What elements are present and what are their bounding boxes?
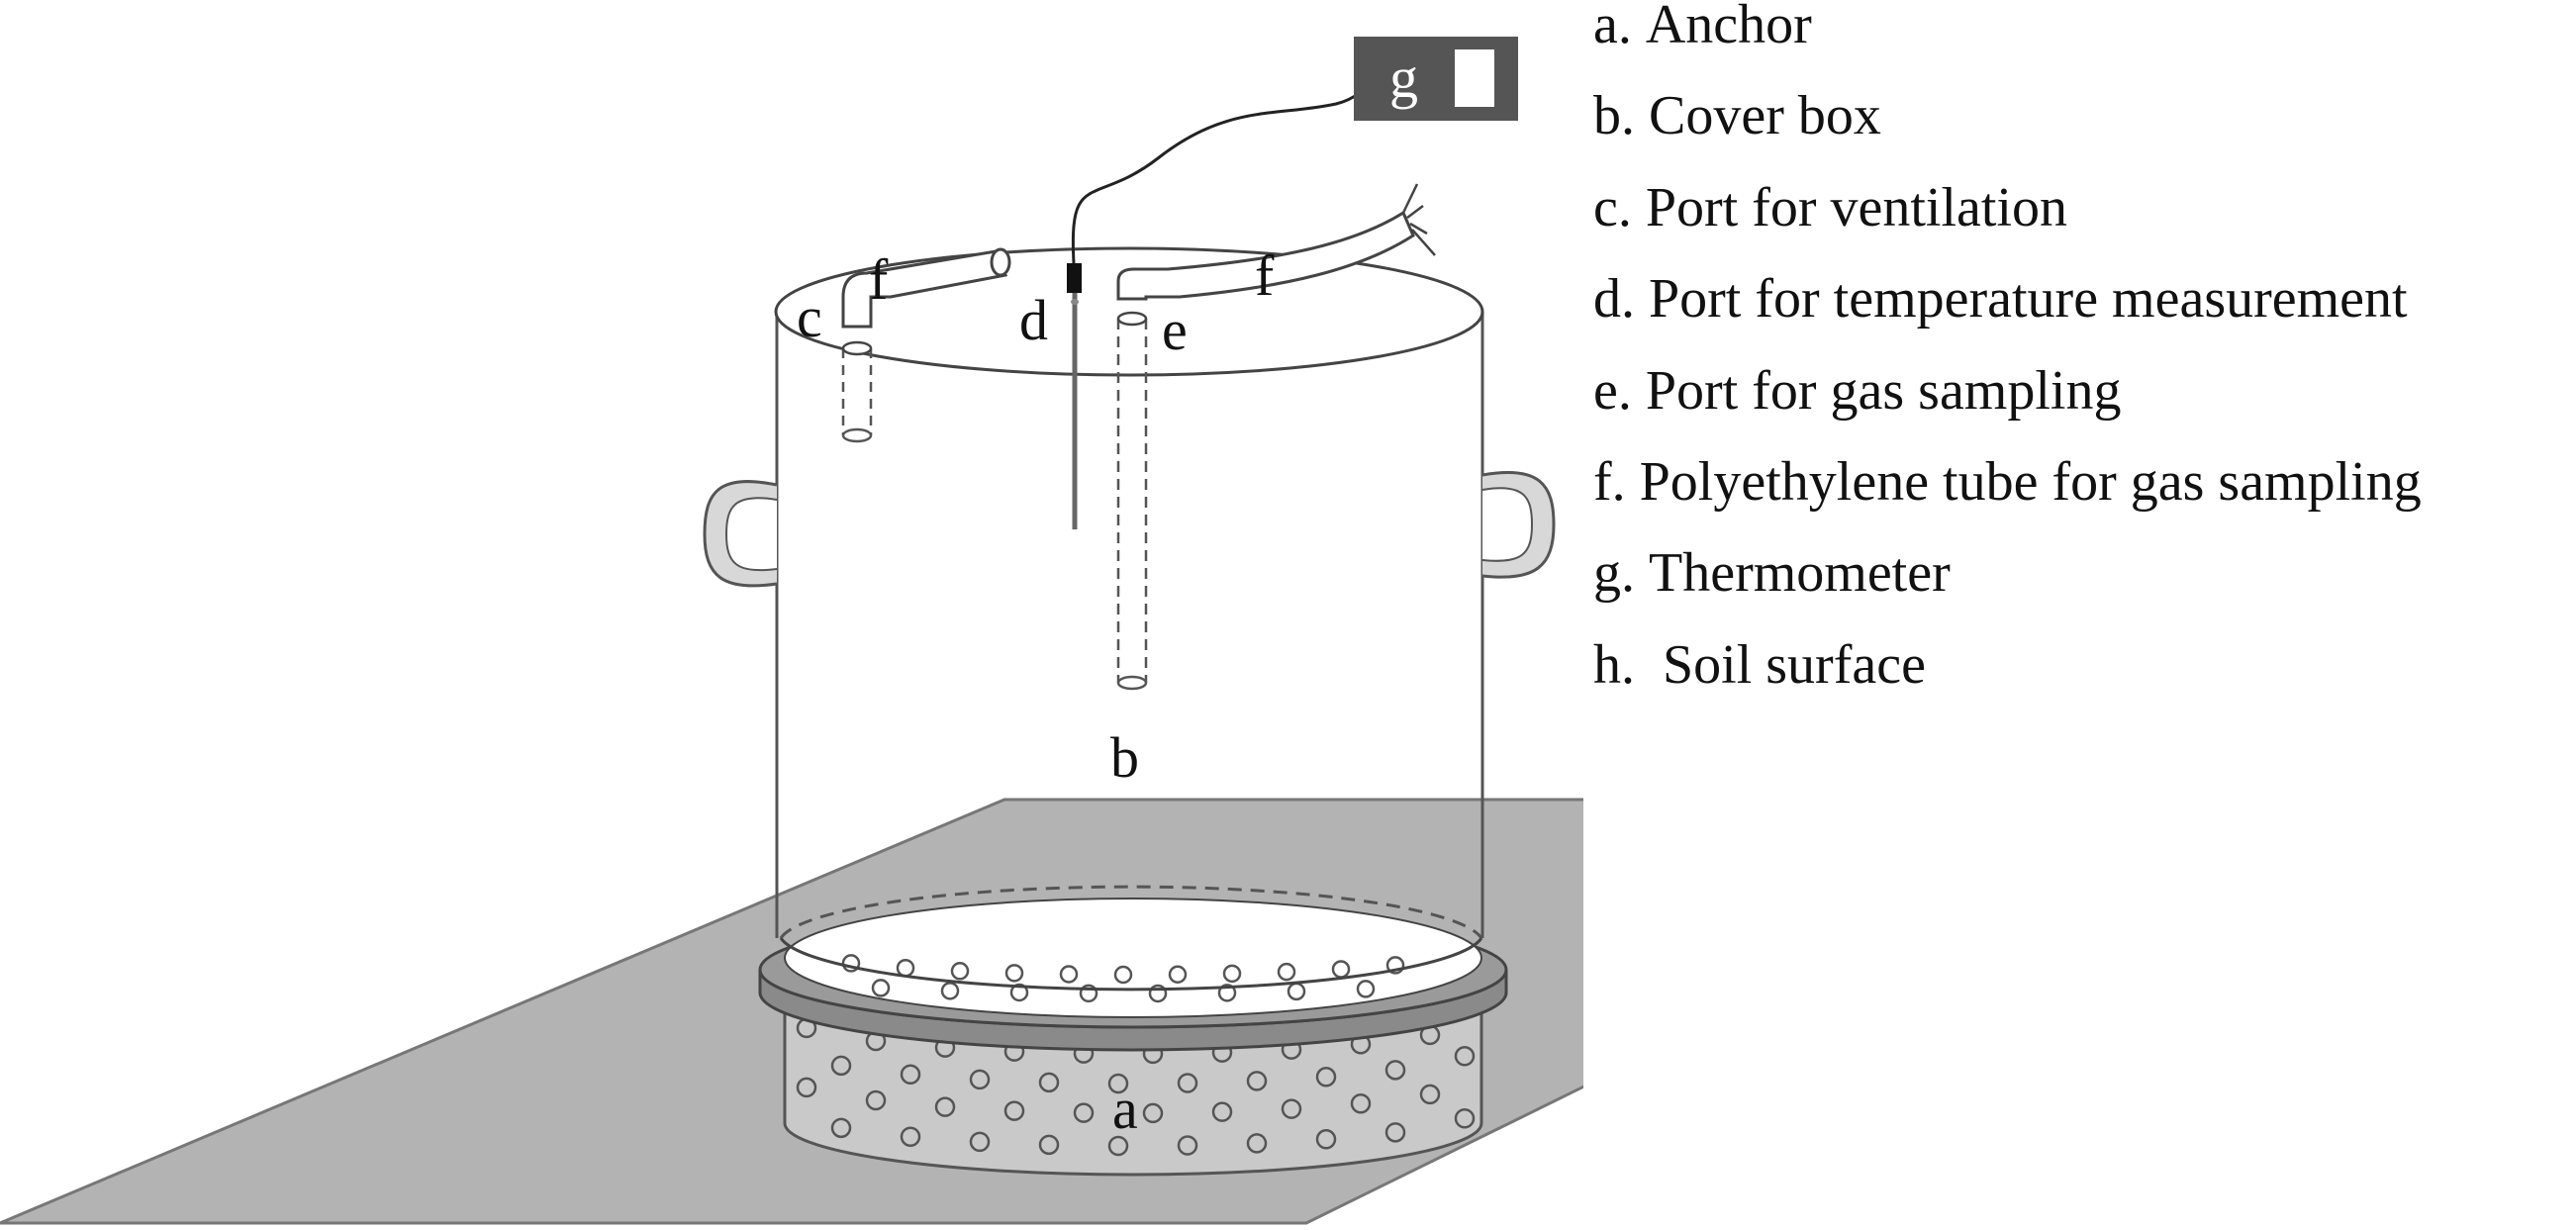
anchor-hole <box>1281 1098 1302 1119</box>
anchor-hole <box>900 1126 921 1148</box>
anchor-hole <box>940 982 960 1000</box>
left-handle-inner <box>724 497 778 572</box>
anchor-hole <box>1038 1072 1060 1093</box>
anchor-inner-floor <box>784 898 1482 1018</box>
legend-text: Port for gas sampling <box>1645 359 2122 422</box>
legend-key: b. <box>1593 85 1635 147</box>
thermometer <box>1354 37 1518 121</box>
anchor-hole <box>1142 1102 1164 1124</box>
temperature-port <box>1067 263 1082 529</box>
anchor-hole <box>1079 984 1098 1003</box>
anchor-hole <box>1073 1102 1095 1123</box>
anchor-hole <box>1315 1067 1337 1088</box>
thermometer-cable <box>1071 74 1376 264</box>
anchor-hole <box>1384 1122 1406 1143</box>
gas-sampling-port <box>1116 311 1148 691</box>
legend-item: e.Port for gas sampling <box>1593 359 2422 457</box>
anchor-hole <box>1454 1108 1476 1129</box>
legend-item: b.Cover box <box>1593 85 2422 182</box>
legend-text: Polyethylene tube for gas sampling <box>1639 450 2422 513</box>
label-f-left: f <box>869 247 889 312</box>
ventilation-port <box>841 340 873 443</box>
polyethylene-tube-left <box>841 249 1008 329</box>
anchor-hole <box>1059 965 1079 984</box>
anchor-hole <box>1356 980 1376 998</box>
legend-item: d.Port for temperature measurement <box>1593 268 2422 365</box>
label-a: a <box>1112 1077 1138 1141</box>
polyethylene-tube-right <box>1116 210 1415 301</box>
anchor-hole <box>969 1069 991 1090</box>
legend-text: Soil surface <box>1649 633 1926 696</box>
legend-key: g. <box>1593 542 1635 605</box>
legend-item: a.Anchor <box>1593 0 2422 91</box>
label-e: e <box>1162 298 1188 362</box>
legend-key: c. <box>1593 176 1632 238</box>
anchor-hole <box>1113 965 1133 985</box>
anchor-hole <box>1038 1134 1060 1156</box>
anchor-hole <box>796 1077 817 1098</box>
anchor-hole <box>1148 984 1168 1003</box>
anchor-hole <box>1350 1093 1372 1114</box>
legend-text: Port for ventilation <box>1645 176 2068 238</box>
legend-item: c.Port for ventilation <box>1593 176 2422 274</box>
tube-right-frayed-end <box>1401 183 1436 256</box>
anchor-hole <box>1003 1100 1025 1121</box>
anchor-hole <box>830 1055 852 1077</box>
anchor-hole <box>1277 962 1296 982</box>
probe-plug <box>1067 263 1082 293</box>
anchor-hole <box>1315 1129 1337 1150</box>
legend-item: h. Soil surface <box>1593 633 2422 731</box>
legend-text: Port for temperature measurement <box>1649 268 2408 331</box>
anchor <box>758 898 1508 1177</box>
legend: a.Anchor b.Cover box c.Port for ventilat… <box>1593 0 2422 731</box>
anchor-hole <box>1419 1084 1441 1105</box>
legend-text: Thermometer <box>1649 542 1951 605</box>
anchor-hole <box>900 1064 921 1086</box>
anchor-hole <box>841 954 861 973</box>
legend-key: a. <box>1593 0 1632 55</box>
label-g: g <box>1389 46 1418 110</box>
anchor-hole <box>1222 964 1242 984</box>
legend-key: e. <box>1593 359 1632 422</box>
legend-text: Anchor <box>1645 0 1812 55</box>
anchor-hole <box>1168 965 1188 985</box>
anchor-hole <box>1004 964 1024 983</box>
anchor-hole <box>1217 984 1237 1002</box>
anchor-hole <box>969 1131 991 1153</box>
anchor-hole <box>1385 956 1405 975</box>
anchor-hole <box>1177 1073 1198 1093</box>
anchor-hole <box>950 962 970 981</box>
anchor-hole <box>865 1089 887 1111</box>
label-c: c <box>797 285 822 349</box>
anchor-hole <box>1107 1073 1129 1094</box>
anchor-hole <box>830 1117 852 1139</box>
anchor-hole <box>871 979 891 997</box>
anchor-holes <box>796 1017 1476 1157</box>
anchor-hole <box>1246 1133 1268 1154</box>
anchor-hole <box>1454 1046 1476 1067</box>
cover-box-bottom-front <box>779 937 1483 992</box>
chamber-diagram: g f c d e f b h a <box>0 37 1583 1225</box>
legend-item: f.Polyethylene tube for gas sampling <box>1593 450 2422 548</box>
anchor-hole <box>1211 1101 1233 1122</box>
label-b: b <box>1110 725 1139 790</box>
anchor-hole <box>934 1096 956 1117</box>
legend-text: Cover box <box>1649 85 1881 147</box>
legend-key: d. <box>1593 268 1635 331</box>
thermometer-screen-icon <box>1455 49 1494 107</box>
anchor-hole <box>1246 1071 1268 1091</box>
right-handle-inner <box>1481 487 1534 562</box>
anchor-hole <box>1177 1135 1198 1156</box>
anchor-hole <box>1009 983 1029 1002</box>
label-f-right: f <box>1255 243 1275 308</box>
anchor-hole <box>1384 1060 1406 1081</box>
label-d: d <box>1019 288 1048 352</box>
tube-left-end <box>990 247 1011 277</box>
legend-key: f. <box>1593 450 1626 513</box>
legend-key: h. <box>1593 633 1635 696</box>
legend-item: g.Thermometer <box>1593 542 2422 639</box>
anchor-hole <box>1107 1135 1129 1157</box>
